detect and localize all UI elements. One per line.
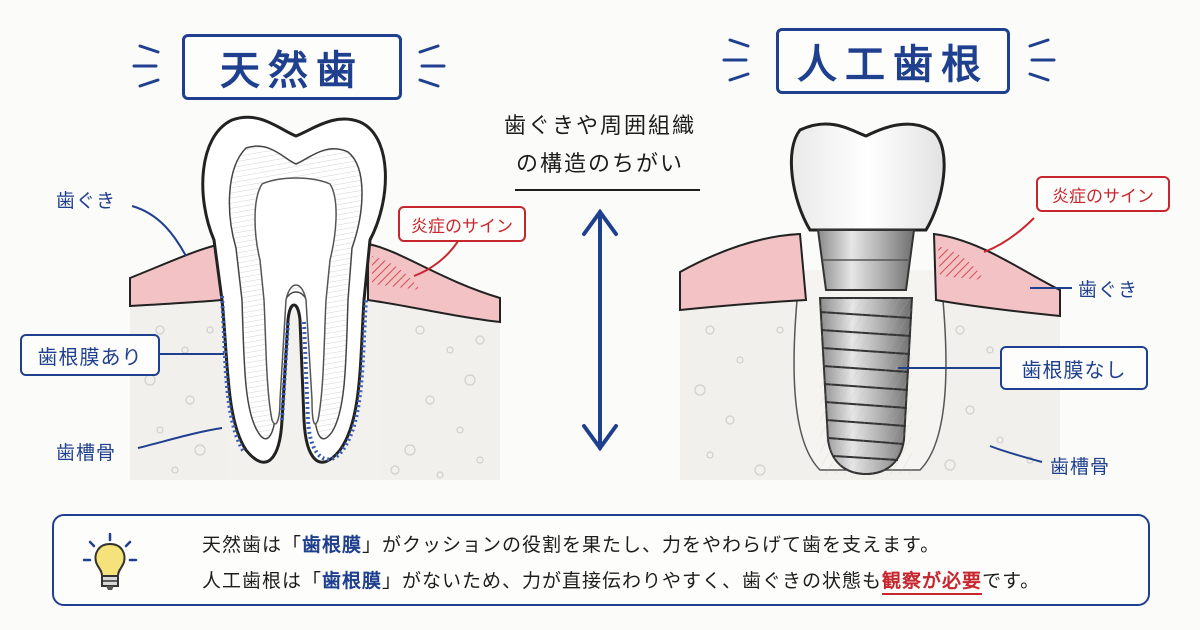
note-line2-emphasis: 観察が必要 xyxy=(882,570,983,595)
right-leader-lines xyxy=(898,287,1072,463)
note-line-2: 人工歯根は「歯根膜」がないため、力が直接伝わりやすく、歯ぐきの状態も観察が必要で… xyxy=(202,566,1041,595)
right-red-leader xyxy=(983,217,1035,253)
left-inflammation-label: 炎症のサイン xyxy=(398,206,526,242)
implant-title: 人工歯根 xyxy=(776,28,1010,94)
center-caption-line1: 歯ぐきや周囲組織 xyxy=(503,114,696,139)
center-caption: 歯ぐきや周囲組織 の構造のちがい xyxy=(490,108,710,184)
natural-tooth-title: 天然歯 xyxy=(182,34,402,100)
note-line2-a: 人工歯根は「 xyxy=(202,570,323,592)
implant-illustration xyxy=(679,122,1061,480)
title-accent-marks xyxy=(132,38,1056,88)
left-bone-label: 歯槽骨 xyxy=(56,442,117,464)
right-inflammation-label: 炎症のサイン xyxy=(1036,176,1170,212)
note-line2-c: 」がないため、力が直接伝わりやすく、歯ぐきの状態も xyxy=(382,570,883,592)
left-gum-label: 歯ぐき xyxy=(56,190,117,212)
left-leader-lines xyxy=(131,205,224,449)
note-line1-c: 」がクッションの役割を果たし、力をやわらげて歯を支えます。 xyxy=(362,534,941,556)
right-gum-label: 歯ぐき xyxy=(1078,279,1139,301)
left-red-leader xyxy=(413,237,461,277)
right-bone-label: 歯槽骨 xyxy=(1050,456,1111,478)
left-pdl-label: 歯根膜あり xyxy=(20,334,160,376)
note-line1-a: 天然歯は「 xyxy=(202,534,303,556)
double-arrow-icon xyxy=(582,208,618,452)
right-pdl-label: 歯根膜なし xyxy=(1000,346,1148,390)
natural-tooth-illustration xyxy=(129,115,501,480)
explanation-note-box: 天然歯は「歯根膜」がクッションの役割を果たし、力をやわらげて歯を支えます。 人工… xyxy=(52,514,1150,606)
center-caption-line2: の構造のちがい xyxy=(515,152,684,177)
lightbulb-icon xyxy=(82,532,138,590)
note-line2-keyword: 歯根膜 xyxy=(322,570,383,592)
note-line1-keyword: 歯根膜 xyxy=(302,534,363,556)
note-line-1: 天然歯は「歯根膜」がクッションの役割を果たし、力をやわらげて歯を支えます。 xyxy=(202,530,940,557)
note-line2-e: です。 xyxy=(982,570,1041,592)
